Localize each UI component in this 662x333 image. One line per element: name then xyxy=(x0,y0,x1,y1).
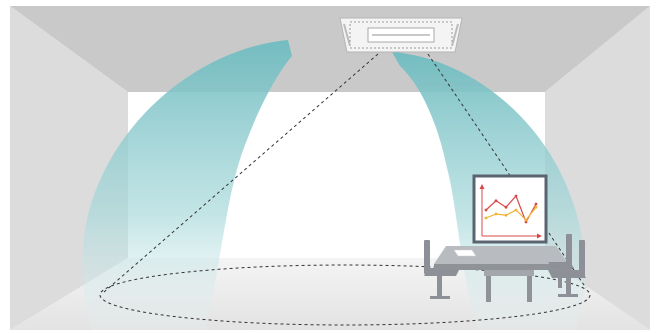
whiteboard-series-1-point-4 xyxy=(515,195,518,198)
whiteboard-series-2-point-3 xyxy=(505,214,508,217)
whiteboard-series-2-point-5 xyxy=(525,219,528,222)
ceiling-cassette-ac-icon xyxy=(340,18,462,52)
whiteboard-series-2-point-6 xyxy=(535,206,538,209)
whiteboard-series-1-point-6 xyxy=(535,203,538,206)
whiteboard xyxy=(474,176,546,242)
whiteboard-series-2-point-4 xyxy=(515,209,518,212)
whiteboard-series-2-point-2 xyxy=(495,213,498,216)
whiteboard-series-1-point-1 xyxy=(485,209,488,212)
whiteboard-series-1-point-3 xyxy=(505,206,508,209)
paper-sheet xyxy=(454,250,476,256)
whiteboard-series-1-point-2 xyxy=(495,199,498,202)
whiteboard-series-2-point-1 xyxy=(485,217,488,220)
